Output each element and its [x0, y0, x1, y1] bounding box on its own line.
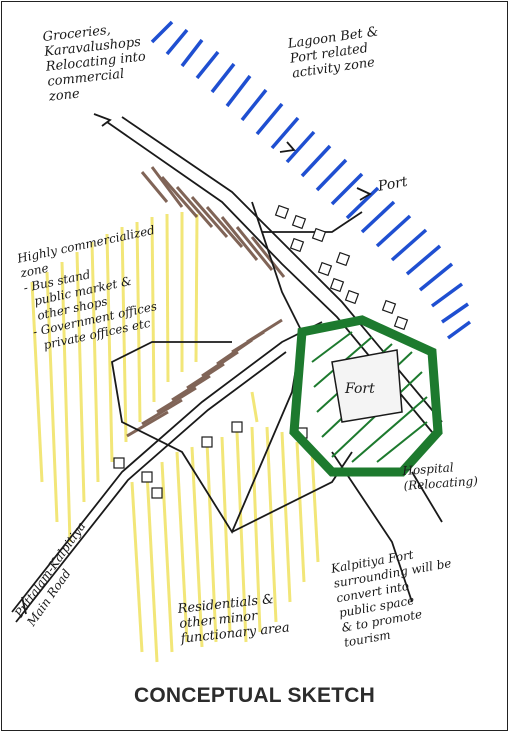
note-fort: Fort	[345, 382, 375, 397]
sketch-caption: CONCEPTUAL SKETCH	[2, 684, 507, 708]
note-hospital: Hospital (Relocating)	[402, 459, 478, 494]
note-groceries: Groceries, Karavalushops Relocating into…	[42, 20, 150, 105]
